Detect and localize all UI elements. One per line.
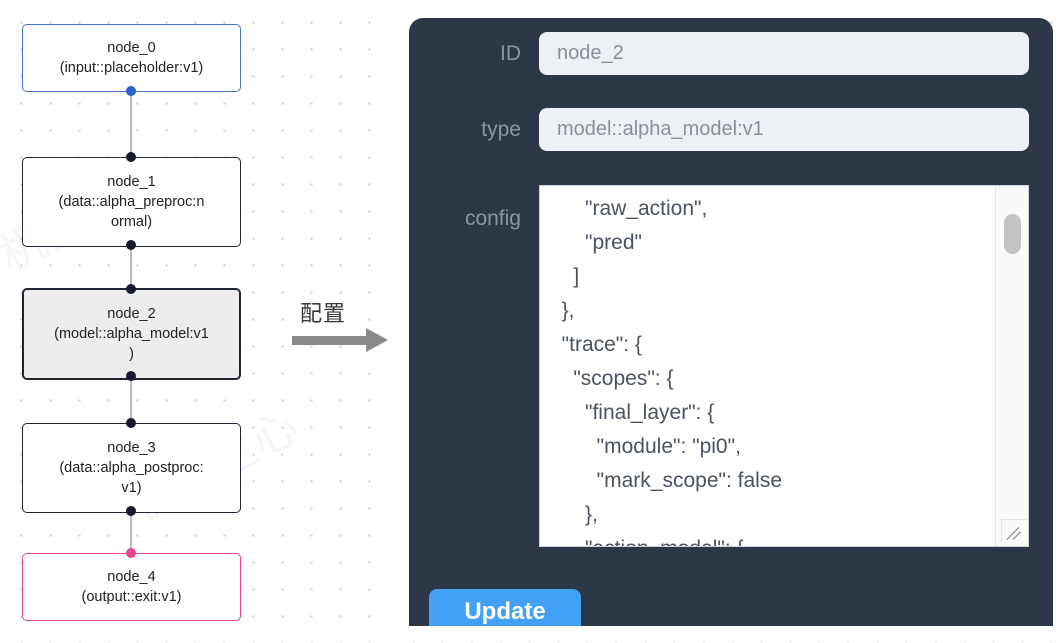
node-type-cont: ) <box>129 346 134 362</box>
transition-annotation: 配置 <box>286 296 396 362</box>
node-handle-target-node_3[interactable] <box>126 418 136 428</box>
node-label: node_3 (data::alpha_postproc: v1) <box>31 438 232 498</box>
arrow-icon <box>292 336 368 345</box>
edge-node1-node2 <box>130 243 132 297</box>
edge-node2-node3 <box>130 373 132 423</box>
node-type-cont: ormal) <box>110 214 153 230</box>
graph-node-node_3[interactable]: node_3 (data::alpha_postproc: v1) <box>22 423 241 513</box>
graph-node-node_4[interactable]: node_4 (output::exit:v1) <box>22 553 241 621</box>
config-scrollbar-thumb[interactable] <box>1004 214 1021 254</box>
node-label: node_0 (input::placeholder:v1) <box>31 38 232 78</box>
type-label: type <box>481 117 521 141</box>
node-type: (data::alpha_postproc: <box>59 460 204 476</box>
node-id: node_4 <box>107 569 156 585</box>
node-handle-target-node_2[interactable] <box>126 284 136 294</box>
node-config-panel: ID node_2 type model::alpha_model:v1 con… <box>409 18 1053 626</box>
node-label: node_4 (output::exit:v1) <box>31 567 232 607</box>
node-type: (output::exit:v1) <box>81 589 182 605</box>
edge-node0-node1 <box>130 90 132 162</box>
node-handle-source-node_2[interactable] <box>126 371 136 381</box>
graph-canvas[interactable]: 机器之心 机器之心 node_0 (input::placeholder:v1)… <box>0 0 404 643</box>
transition-label: 配置 <box>300 302 347 327</box>
node-label: node_2 (model::alpha_model:v1 ) <box>32 304 231 364</box>
arrow-head-icon <box>366 328 388 352</box>
config-label: config <box>464 207 521 230</box>
graph-node-node_0[interactable]: node_0 (input::placeholder:v1) <box>22 24 241 92</box>
node-id: node_1 <box>107 174 156 190</box>
node-type: (data::alpha_preproc:n <box>58 194 205 210</box>
node-type: (model::alpha_model:v1 <box>54 326 209 342</box>
edge-node3-node4 <box>130 510 132 552</box>
field-row-type: type model::alpha_model:v1 <box>421 108 1029 151</box>
node-label: node_1 (data::alpha_preproc:n ormal) <box>31 172 232 232</box>
config-textarea[interactable]: "raw_action", "pred" ] }, "trace": { "sc… <box>561 197 782 546</box>
node-handle-source-node_1[interactable] <box>126 240 136 250</box>
config-scrollbar-track[interactable] <box>995 186 1028 546</box>
id-input[interactable]: node_2 <box>539 32 1029 75</box>
type-input[interactable]: model::alpha_model:v1 <box>539 108 1029 151</box>
update-button[interactable]: Update <box>429 589 581 626</box>
node-handle-target-node_4[interactable] <box>126 548 136 558</box>
node-handle-source-node_3[interactable] <box>126 506 136 516</box>
node-id: node_3 <box>107 440 156 456</box>
graph-node-node_1[interactable]: node_1 (data::alpha_preproc:n ormal) <box>22 157 241 247</box>
node-type-cont: v1) <box>121 480 142 496</box>
node-handle-source-node_0[interactable] <box>126 86 136 96</box>
graph-node-node_2[interactable]: node_2 (model::alpha_model:v1 ) <box>22 288 241 380</box>
node-type: (input::placeholder:v1) <box>59 60 204 76</box>
config-textarea-wrapper[interactable]: "raw_action", "pred" ] }, "trace": { "sc… <box>539 185 1029 547</box>
resize-handle-icon[interactable] <box>1001 519 1027 545</box>
node-handle-target-node_1[interactable] <box>126 152 136 162</box>
node-id: node_2 <box>107 306 156 322</box>
field-row-config: config "raw_action", "pred" ] }, "trace"… <box>421 185 1029 547</box>
node-id: node_0 <box>107 40 156 56</box>
field-row-id: ID node_2 <box>421 32 1029 75</box>
id-label: ID <box>500 41 521 65</box>
